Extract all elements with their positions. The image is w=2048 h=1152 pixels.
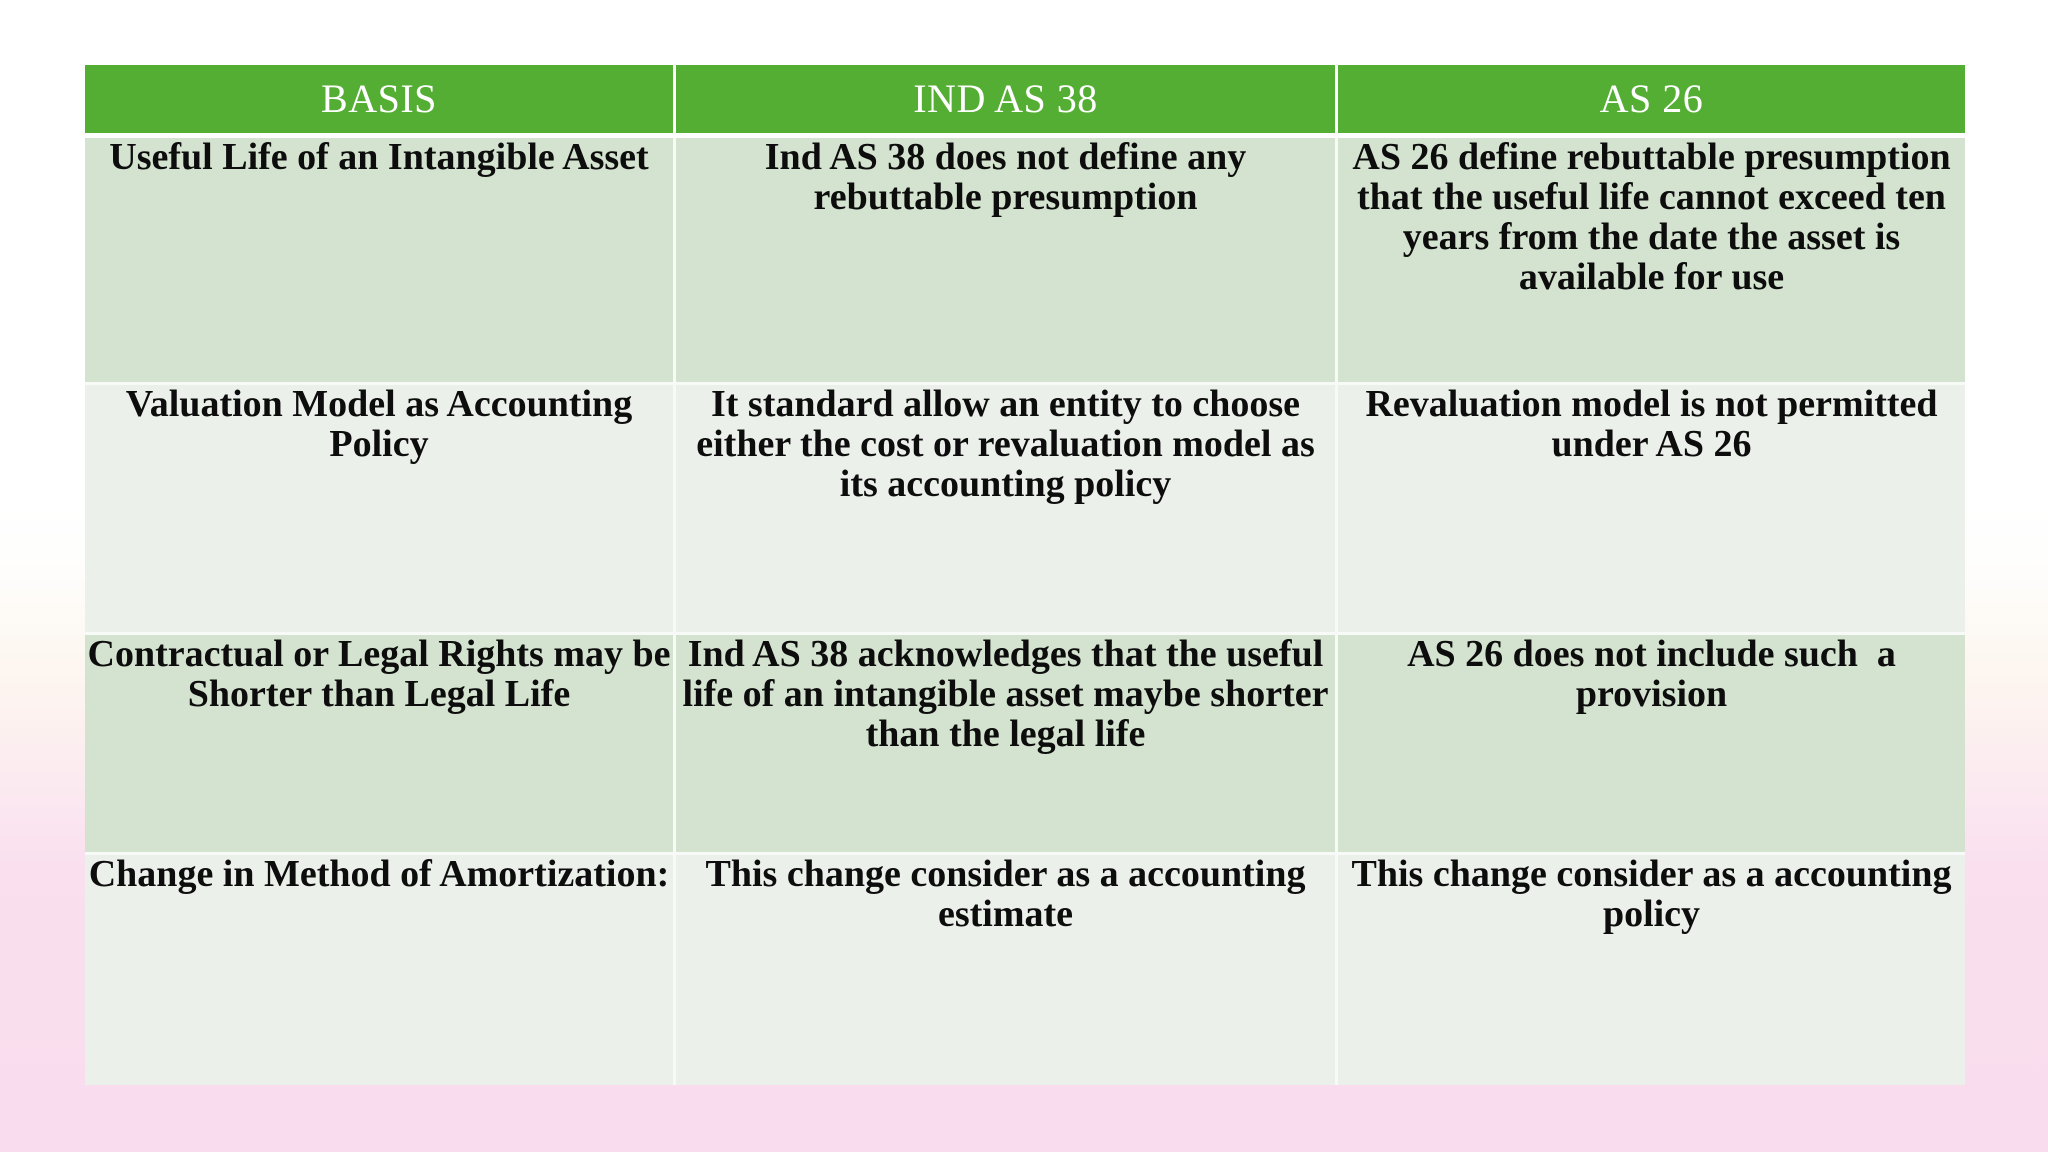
table-header: BASIS IND AS 38 AS 26 bbox=[85, 65, 1965, 138]
cell-text: Ind AS 38 acknowledges that the useful l… bbox=[682, 633, 1338, 755]
column-header-ind-as-38[interactable]: IND AS 38 bbox=[676, 65, 1338, 138]
cell-text: It standard allow an entity to choose ei… bbox=[696, 383, 1325, 505]
table-row: Contractual or Legal Rights may be Short… bbox=[85, 633, 1965, 855]
cell-ind-as-38-1: Ind AS 38 does not define any rebuttable… bbox=[676, 136, 1338, 385]
cell-text: Revaluation model is not permitted under… bbox=[1365, 383, 1948, 465]
cell-as-26-3: AS 26 does not include such a provision bbox=[1338, 633, 1965, 855]
cell-text: Valuation Model as Accounting Policy bbox=[125, 383, 642, 465]
cell-basis-2: Valuation Model as Accounting Policy bbox=[85, 383, 676, 635]
cell-ind-as-38-3: Ind AS 38 acknowledges that the useful l… bbox=[676, 633, 1338, 855]
cell-ind-as-38-4: This change consider as a accounting est… bbox=[676, 853, 1338, 1085]
comparison-table: BASIS IND AS 38 AS 26 Useful Life of an … bbox=[85, 65, 1965, 1085]
cell-text: Useful Life of an Intangible Asset bbox=[109, 136, 649, 178]
cell-text: This change consider as a accounting est… bbox=[705, 853, 1315, 935]
cell-as-26-4: This change consider as a accounting pol… bbox=[1338, 853, 1965, 1085]
cell-ind-as-38-2: It standard allow an entity to choose ei… bbox=[676, 383, 1338, 635]
cell-basis-3: Contractual or Legal Rights may be Short… bbox=[85, 633, 676, 855]
table-body: Useful Life of an Intangible Asset Ind A… bbox=[85, 136, 1965, 1085]
cell-text: AS 26 define rebuttable presumption that… bbox=[1352, 136, 1961, 298]
header-row: BASIS IND AS 38 AS 26 bbox=[85, 65, 1965, 138]
table-row: Change in Method of Amortization: This c… bbox=[85, 853, 1965, 1085]
column-header-basis[interactable]: BASIS bbox=[85, 65, 676, 138]
cell-as-26-1: AS 26 define rebuttable presumption that… bbox=[1338, 136, 1965, 385]
cell-text: Change in Method of Amortization: bbox=[88, 853, 670, 895]
column-header-as-26[interactable]: AS 26 bbox=[1338, 65, 1965, 138]
cell-text: Contractual or Legal Rights may be Short… bbox=[87, 633, 671, 715]
cell-text: This change consider as a accounting pol… bbox=[1351, 853, 1961, 935]
table-row: Valuation Model as Accounting Policy It … bbox=[85, 383, 1965, 635]
cell-text: AS 26 does not include such a provision bbox=[1407, 633, 1906, 715]
cell-basis-4: Change in Method of Amortization: bbox=[85, 853, 676, 1085]
table-row: Useful Life of an Intangible Asset Ind A… bbox=[85, 136, 1965, 385]
cell-text: Ind AS 38 does not define any rebuttable… bbox=[764, 136, 1256, 218]
cell-basis-1: Useful Life of an Intangible Asset bbox=[85, 136, 676, 385]
cell-as-26-2: Revaluation model is not permitted under… bbox=[1338, 383, 1965, 635]
